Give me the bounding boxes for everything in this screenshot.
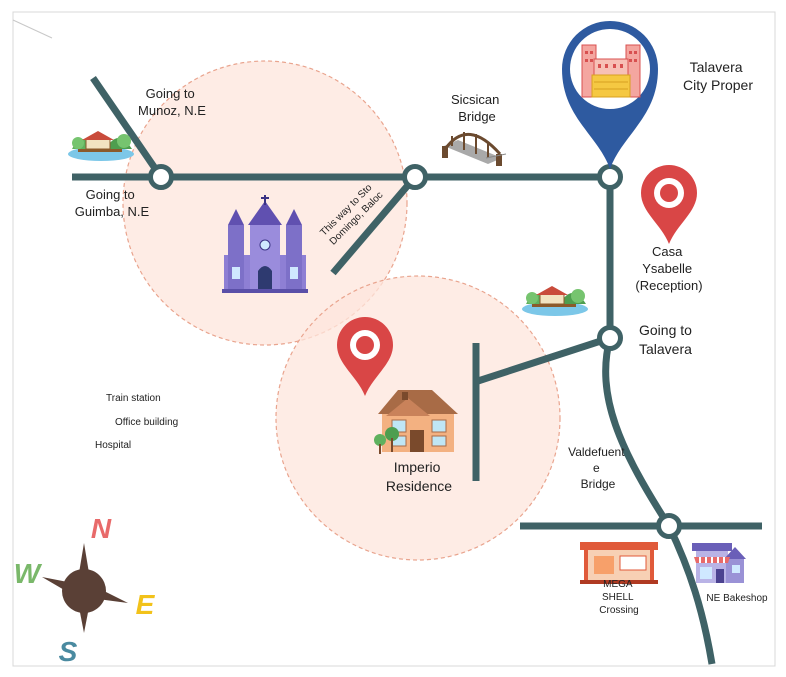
intersection-talavera [597,325,623,351]
label-going-to-munoz: Going to Munoz, N.E [138,86,206,118]
intersections [148,164,682,539]
legend-train-station: Train station [106,393,161,404]
label-line: Going to [86,187,135,202]
label-line: Imperio [394,459,441,475]
legend-hospital: Hospital [95,440,131,451]
intersection-city-proper [597,164,623,190]
intersection-guimba [148,164,174,190]
label-sicsican-bridge: Sicsican Bridge [451,92,503,124]
label-line: Residence [386,478,452,494]
label-talavera-city-proper: Talavera City Proper [683,59,753,93]
label-going-to-talavera: Going to Talavera [639,322,696,357]
label-line: (Reception) [635,278,702,293]
intersection-shell [656,513,682,539]
label-line: Sicsican [451,92,499,107]
sto-domingo-road [330,174,418,276]
label-line: Munoz, N.E [138,103,206,118]
bridge-icon [442,132,507,166]
label-valdefuente-bridge: Valdefuent e Bridge [568,445,628,491]
map-frame [12,11,776,667]
label-ne-bakeshop: NE Bakeshop [706,593,768,604]
city-hall-icon [581,44,641,98]
label-line: SHELL [602,592,634,603]
intersection-sto-domingo [402,164,428,190]
legend-office-building: Office building [115,417,178,428]
label-mega-shell: MEGA SHELL Crossing [599,579,638,616]
label-line: e [593,461,600,475]
gas-station-icon [580,542,658,584]
label-line: Talavera [690,59,743,75]
label-line: Valdefuent [568,445,625,459]
location-pin-icon [337,317,393,396]
label-line: Bridge [581,477,616,491]
compass-rose-icon [42,543,128,633]
label-line: MEGA [603,579,633,590]
label-casa-ysabelle: Casa Ysabelle (Reception) [635,244,702,293]
park-icon [68,131,134,161]
munoz-road [90,76,164,179]
label-imperio-residence: Imperio Residence [386,459,452,494]
label-line: City Proper [683,77,753,93]
label-line: Going to [146,86,195,101]
residence-road [476,334,612,385]
label-line: Crossing [599,605,638,616]
label-line: Guimba, N.E [75,204,150,219]
label-line: Casa [652,244,683,259]
bakeshop-icon [692,543,746,583]
compass-south: S [59,636,78,667]
house-icon [374,390,458,454]
label-line: Ysabelle [642,261,692,276]
park-icon [522,286,588,316]
church-icon [222,195,308,293]
compass-north: N [91,513,112,544]
compass-east: E [136,589,156,620]
label-line: Bridge [458,109,496,124]
label-line: Going to [639,322,692,338]
label-line: Talavera [639,341,692,357]
corner-mark [12,19,53,39]
location-pin-icon [641,165,697,244]
compass-west: W [14,558,43,589]
label-going-to-guimba: Going to Guimba, N.E [75,187,150,219]
